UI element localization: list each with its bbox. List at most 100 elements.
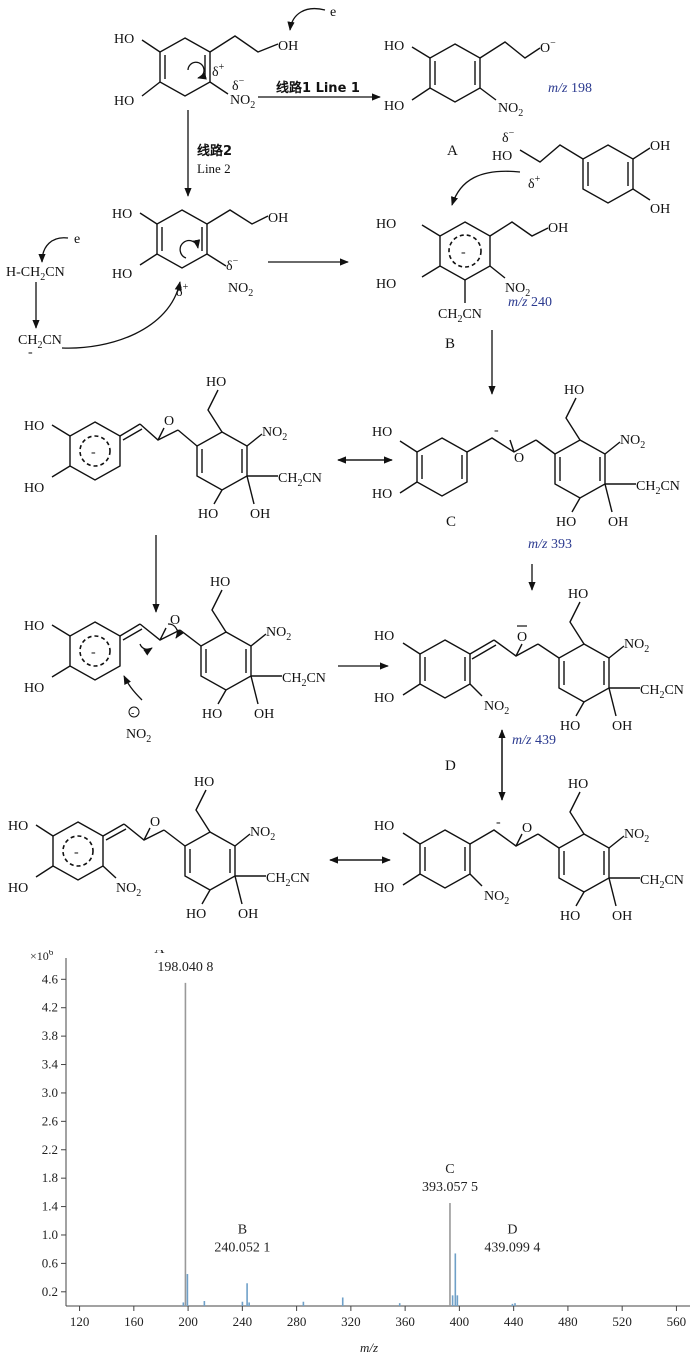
cn-label: CN	[45, 265, 64, 280]
mz-value: 198	[571, 81, 592, 96]
no2-label: NO	[228, 281, 248, 296]
superscript: +	[219, 62, 225, 73]
starting-material: HO HO OH NO2 δ+ δ− e	[114, 5, 336, 111]
y-tick-label: 3.4	[42, 1057, 59, 1072]
subscript: 2	[644, 644, 649, 655]
delta-minus-label: δ	[226, 259, 233, 274]
peaks	[182, 982, 516, 1306]
carbonyl-o-label: O	[514, 451, 524, 466]
svg-text:δ+: δ+	[528, 174, 541, 192]
oh-label: OH	[254, 707, 274, 722]
peak-compound-label: C	[445, 1162, 454, 1177]
ho-label: HO	[8, 881, 28, 896]
subscript: 2	[301, 678, 306, 689]
ho-label: HO	[556, 515, 576, 530]
y-tick-label: 3.0	[42, 1085, 58, 1100]
subscript: 2	[659, 690, 664, 701]
ho-label: HO	[8, 819, 28, 834]
svg-text:CH2CN: CH2CN	[18, 333, 62, 351]
oh-label: OH	[548, 221, 568, 236]
electron-label: e	[74, 232, 80, 247]
oh-label: OH	[650, 202, 670, 217]
ho-label: HO	[374, 629, 394, 644]
ho-label: HO	[112, 267, 132, 282]
y-multiplier: ×106	[30, 950, 54, 963]
subscript: 2	[270, 832, 275, 843]
mz-prefix: m/z	[548, 81, 568, 96]
x-tick-label: 480	[558, 1314, 578, 1329]
y-tick-label: 0.6	[42, 1255, 59, 1270]
y-tick-label: 1.8	[42, 1170, 58, 1185]
oh-label: OH	[250, 507, 270, 522]
ring-charge: -	[91, 445, 96, 460]
x-tick-label: 520	[612, 1314, 632, 1329]
ho-label: HO	[194, 775, 214, 790]
y-tick-label: 3.8	[42, 1028, 58, 1043]
carbonyl-o-label: O	[150, 815, 160, 830]
superscript: −	[233, 256, 239, 267]
ch2cn-label: CH	[278, 471, 297, 486]
svg-text:NO2: NO2	[498, 101, 523, 119]
subscript: 2	[40, 272, 45, 283]
h-ch2cn-label: H-CH	[6, 265, 40, 280]
no2-label: NO	[624, 827, 644, 842]
cn-label: CN	[302, 471, 321, 486]
subscript: 2	[525, 288, 530, 299]
ho-label: HO	[114, 32, 134, 47]
svg-text:NO2: NO2	[505, 281, 530, 299]
peak-compound-label: A	[154, 950, 165, 957]
subscript: 2	[504, 896, 509, 907]
no2-label: NO	[250, 825, 270, 840]
carbonyl-o-label: O	[522, 821, 532, 836]
compound-a: HO HO O− NO2 A m/z 198	[384, 38, 592, 159]
subscript: 2	[282, 432, 287, 443]
oh-label: OH	[238, 907, 258, 922]
y-tick-label: 1.0	[42, 1227, 58, 1242]
ho-label: HO	[202, 707, 222, 722]
svg-text:δ+: δ+	[212, 62, 225, 80]
subscript: 2	[640, 440, 645, 451]
svg-text:CH2CN: CH2CN	[282, 671, 326, 689]
delta-plus-label: δ	[528, 177, 535, 192]
svg-text:NO2: NO2	[228, 281, 253, 299]
svg-text:NO2: NO2	[126, 727, 151, 745]
compound-a-label: A	[447, 143, 458, 159]
ch2cn-label: CH	[636, 479, 655, 494]
ho-label: HO	[560, 719, 580, 734]
superscript: −	[239, 76, 245, 87]
reagent-catechol: OH OH HO δ− δ+	[451, 128, 670, 217]
ring-charge: -	[461, 245, 466, 260]
ho-label: HO	[384, 39, 404, 54]
compound-c-label: C	[446, 514, 456, 530]
mz-value: 439	[535, 733, 556, 748]
ch2cn-label: CH	[438, 307, 457, 322]
subscript: 2	[285, 878, 290, 889]
intermediate-nitro: HO HO OH NO2 δ− δ+	[112, 207, 288, 300]
subscript: 2	[248, 288, 253, 299]
no2-label: NO	[266, 625, 286, 640]
subscript: 2	[286, 632, 291, 643]
x-tick-label: 360	[395, 1314, 415, 1329]
subscript: 2	[146, 734, 151, 745]
x-tick-label: 120	[70, 1314, 90, 1329]
x-tick-label: 320	[341, 1314, 361, 1329]
mz-prefix: m/z	[508, 295, 528, 310]
oh-label: OH	[608, 515, 628, 530]
compound-c: - HO HO O HO NO2 CH2CN HO OH C m/z 393	[372, 383, 680, 552]
o-label: O	[540, 41, 550, 56]
delta-minus-label: δ	[232, 79, 239, 94]
nitration-intermediate: - HO HO O HO NO2 CH2CN HO OH - NO2	[24, 575, 326, 745]
peak-compound-label: D	[507, 1222, 517, 1237]
no2-label: NO	[624, 637, 644, 652]
ch2cn-label: CH	[640, 683, 659, 698]
ho-label: HO	[206, 375, 226, 390]
svg-text:δ−: δ−	[232, 76, 245, 94]
subscript: 2	[659, 880, 664, 891]
svg-text:NO2: NO2	[620, 433, 645, 451]
svg-text:δ−: δ−	[502, 128, 515, 146]
ho-label: HO	[198, 507, 218, 522]
carbonyl-o-label: O	[164, 414, 174, 429]
cn-label: CN	[664, 873, 683, 888]
ho-label: HO	[564, 383, 584, 398]
